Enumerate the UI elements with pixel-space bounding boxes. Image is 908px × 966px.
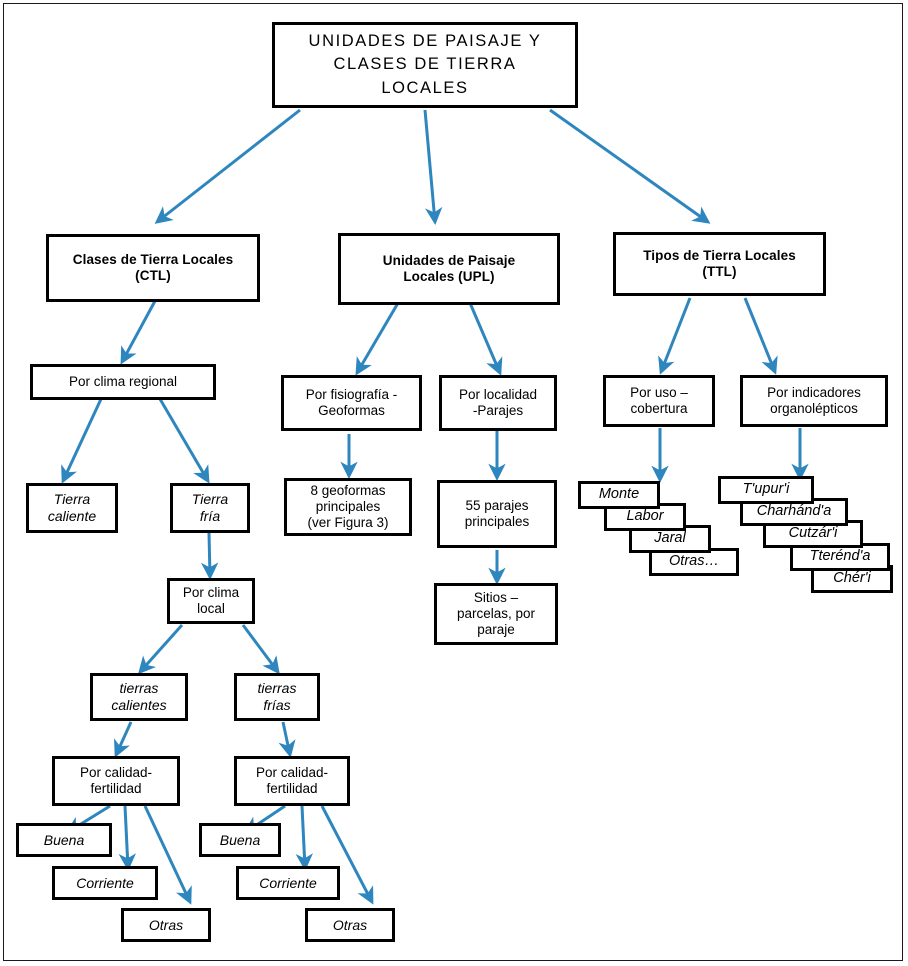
edge-clima-local-tierras-frias	[241, 624, 280, 675]
edge-tierra-fria-clima-local	[200, 532, 219, 580]
edge-ttl-indicadores	[743, 297, 778, 375]
node-tipos-tierra-locales[interactable]: Tipos de Tierra Locales (TTL)	[613, 232, 826, 296]
edge-clima-tierra-caliente	[61, 398, 103, 484]
edge-tierras-frias-calidad	[278, 721, 296, 758]
edge-clima-tierra-fria	[158, 398, 210, 484]
node-corriente-frias[interactable]: Corriente	[236, 866, 340, 900]
node-por-fisiografia-geoformas[interactable]: Por fisiografía - Geoformas	[281, 375, 422, 431]
node-por-clima-local[interactable]: Por clima local	[167, 578, 255, 624]
edge-calidad-left-corriente	[118, 805, 136, 871]
node-tierra-caliente[interactable]: Tierra caliente	[26, 483, 118, 533]
node-sitios-parcelas-paraje[interactable]: Sitios – parcelas, por paraje	[434, 583, 558, 645]
node-por-uso-cobertura[interactable]: Por uso – cobertura	[603, 375, 715, 427]
node-8-geoformas-principales[interactable]: 8 geoformas principales (ver Figura 3)	[284, 478, 412, 536]
node-tierras-calientes[interactable]: tierras calientes	[90, 673, 188, 721]
node-buena-frias[interactable]: Buena	[199, 823, 281, 857]
node-por-clima-regional[interactable]: Por clima regional	[30, 364, 216, 400]
edge-calidad-right-corriente	[295, 805, 313, 871]
edge-root-ctl	[154, 108, 301, 224]
edge-ctl-clima-regional	[120, 300, 157, 365]
node-tierra-fria[interactable]: Tierra fría	[170, 483, 250, 533]
edge-root-upl	[423, 109, 443, 225]
node-55-parajes-principales[interactable]: 55 parajes principales	[437, 480, 557, 548]
node-otras-calientes[interactable]: Otras	[121, 908, 211, 942]
node-por-calidad-fertilidad-frias[interactable]: Por calidad- fertilidad	[234, 756, 350, 806]
edge-ttl-uso	[658, 297, 692, 375]
node-tierras-frias[interactable]: tierras frías	[234, 673, 320, 721]
edge-upl-fisiografia	[355, 302, 400, 376]
node-root-title: UNIDADES DE PAISAJE Y CLASES DE TIERRA L…	[272, 22, 578, 108]
node-otras-frias[interactable]: Otras	[305, 908, 395, 942]
node-cascade-indicadores-0[interactable]: T'upur'i	[718, 476, 814, 504]
node-unidades-paisaje-locales[interactable]: Unidades de Paisaje Locales (UPL)	[338, 233, 560, 305]
node-buena-calientes[interactable]: Buena	[16, 823, 112, 857]
node-por-calidad-fertilidad-calientes[interactable]: Por calidad- fertilidad	[52, 756, 180, 806]
edge-tierras-calientes-calidad	[114, 721, 133, 758]
node-clases-tierra-locales[interactable]: Clases de Tierra Locales (CTL)	[46, 234, 260, 302]
node-por-localidad-parajes[interactable]: Por localidad -Parajes	[439, 375, 557, 431]
edge-root-ttl	[549, 108, 711, 224]
node-corriente-calientes[interactable]: Corriente	[52, 866, 158, 900]
edge-clima-local-tierras-calientes	[138, 624, 184, 675]
edge-upl-localidad	[468, 302, 503, 376]
node-por-indicadores-organolepticos[interactable]: Por indicadores organolépticos	[740, 375, 888, 427]
node-cascade-uso-0[interactable]: Monte	[578, 481, 660, 509]
